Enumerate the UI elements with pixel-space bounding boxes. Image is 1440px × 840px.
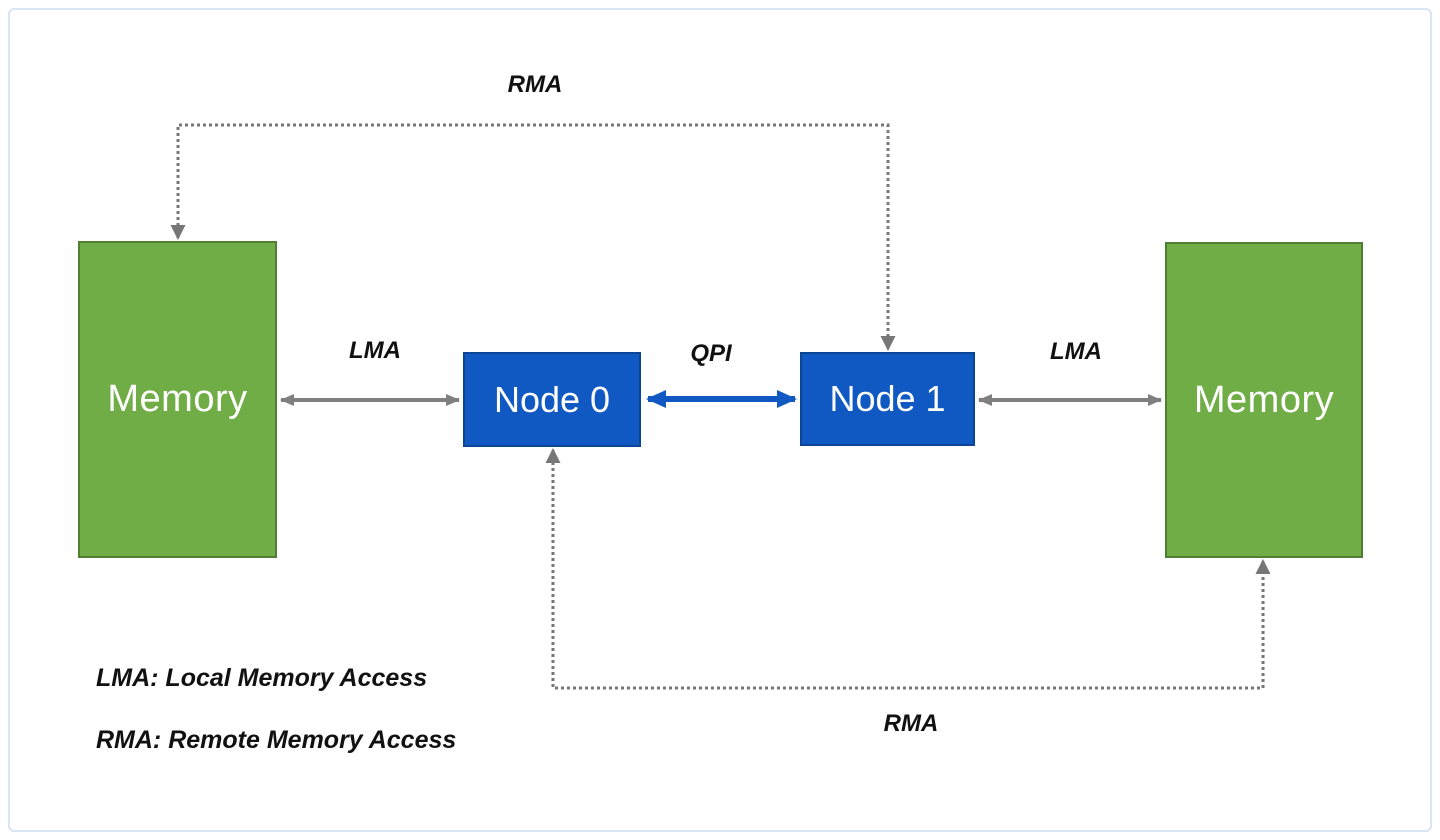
node-0-label: Node 0 <box>493 378 611 420</box>
rma-connector-top <box>170 123 896 351</box>
legend-lma-line: LMA: Local Memory Access <box>96 664 428 692</box>
memory-left-label: Memory <box>107 378 248 420</box>
legend-rma-line: RMA: Remote Memory Access <box>96 726 457 754</box>
rma-connector-bottom <box>545 448 1271 690</box>
lma-right-label: LMA <box>1050 338 1102 365</box>
rma-top-label: RMA <box>507 71 563 98</box>
memory-right-box: Memory <box>1165 242 1363 558</box>
node-1-box: Node 1 <box>800 352 975 446</box>
qpi-label: QPI <box>690 340 732 367</box>
rma-bottom-label: RMA <box>883 710 939 737</box>
memory-right-label: Memory <box>1193 378 1335 421</box>
memory-left-box: Memory <box>78 241 277 558</box>
node-1-label: Node 1 <box>829 378 946 419</box>
legend: LMA: Local Memory Access RMA: Remote Mem… <box>96 664 456 788</box>
lma-left-label: LMA <box>349 337 401 364</box>
node-0-box: Node 0 <box>463 352 641 447</box>
